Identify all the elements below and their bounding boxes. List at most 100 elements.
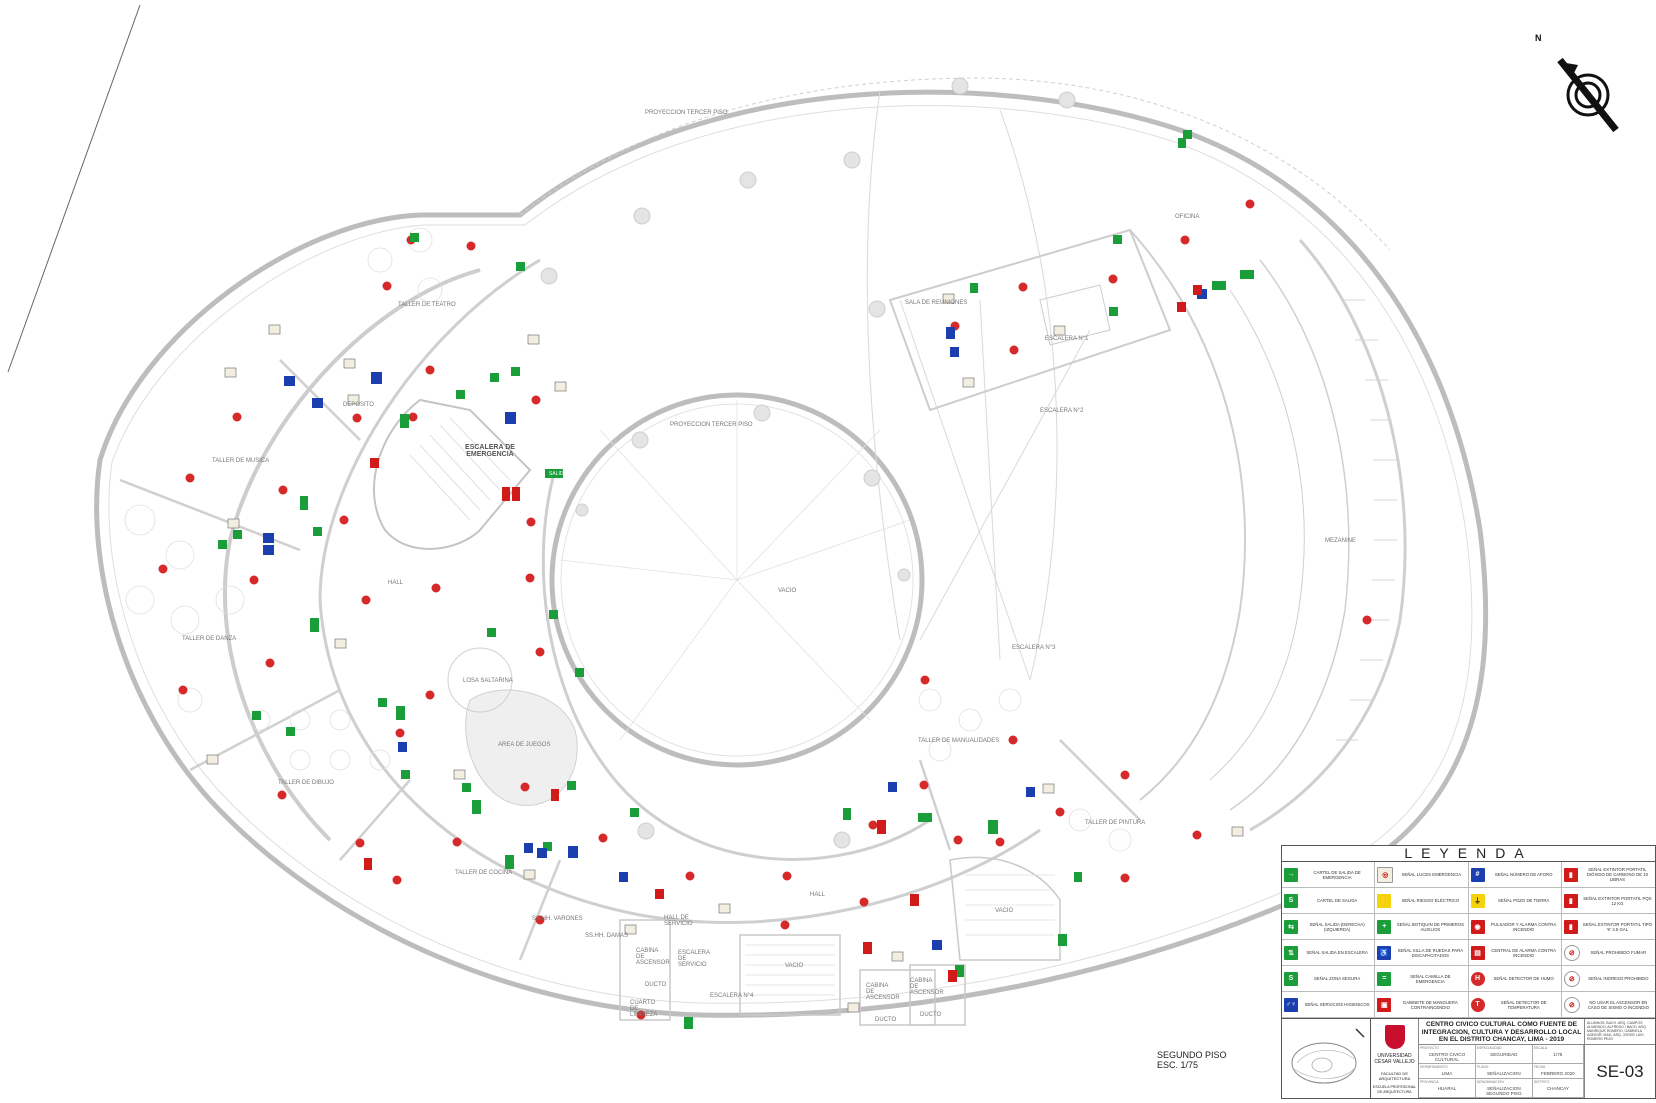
legend-item: ▣GABINETE DE MANGUERA CONTRAINCENDIO <box>1375 992 1469 1018</box>
building-outline <box>94 89 1489 1018</box>
title-block-field: ESCALA 1/75 <box>1532 1045 1584 1065</box>
legend-title: LEYENDA <box>1282 846 1655 862</box>
field-value: SEGURIDAD <box>1490 1052 1518 1057</box>
legend-swatch-icon: + <box>1377 919 1392 934</box>
field-value: 1/75 <box>1553 1052 1563 1057</box>
label-mezanine: MEZANINE <box>1325 538 1357 544</box>
legend-item-label: SEÑAL RIESGO ELÉCTRICO <box>1401 898 1460 903</box>
field-key: PROYECTO <box>1420 1046 1439 1050</box>
label-hall-2: HALL <box>810 892 826 898</box>
legend-swatch-icon: ◎ <box>1377 866 1394 883</box>
emergency-stair-treads <box>409 417 511 521</box>
legend-item-label: SEÑAL EXTINTOR PORTATIL PQS 12 KG <box>1583 895 1652 906</box>
scale-label: ESC. 1/75 <box>1157 1060 1199 1070</box>
building-outline-inner <box>108 105 1473 1004</box>
label-proyeccion-techo-2: PROYECCION TERCER PISO <box>670 422 753 428</box>
stair-treads <box>745 874 1055 996</box>
label-taller-danza: TALLER DE DANZA <box>182 636 237 642</box>
label-vacio-3: VACIO <box>785 963 804 969</box>
key-plan <box>1282 1019 1371 1098</box>
label-escalera-emergencia: ESCALERA DE EMERGENCIA <box>465 444 515 458</box>
label-taller-teatro: TALLER DE TEATRO <box>398 302 456 308</box>
legend-item: # SEÑAL NÚMERO DE AFORO <box>1468 862 1562 888</box>
legend-item: = SEÑAL CAMILLA DE EMERGENCIA <box>1375 966 1469 992</box>
legend-item: ⚡ SEÑAL RIESGO ELÉCTRICO <box>1375 888 1469 914</box>
emergency-lights <box>206 293 1244 1013</box>
label-escalera-3: ESCALERA N°3 <box>1012 645 1056 651</box>
university-name: UNIVERSIDAD CÉSAR VALLEJO <box>1374 1053 1415 1065</box>
university-logo-block: UNIVERSIDAD CÉSAR VALLEJO FACULTAD DE AR… <box>1371 1019 1419 1098</box>
legend-swatch-icon: ⇅ <box>1284 945 1298 960</box>
field-value: SEÑALIZACION <box>1486 1071 1521 1077</box>
legend-swatch-icon: # <box>1470 867 1485 882</box>
title-block: UNIVERSIDAD CÉSAR VALLEJO FACULTAD DE AR… <box>1281 1018 1656 1099</box>
legend-item-label: SEÑAL EXTINTOR PORTATIL DIÓXIDO DE CARBO… <box>1586 867 1649 882</box>
university-shield-icon <box>1384 1025 1405 1049</box>
legend-item: ▮SEÑAL EXTINTOR PORTATIL TIPO 'K' 2.5 GA… <box>1561 914 1655 940</box>
legend-swatch-icon: ⚡ <box>1377 893 1392 908</box>
label-cabina-ascensor-2: CABINA DE ASCENSOR <box>866 983 900 1001</box>
field-value: HUARAL <box>1437 1085 1457 1091</box>
field-key: DISTRITO <box>1533 1079 1550 1084</box>
corridor-ring-outer <box>318 258 1041 924</box>
legend-item: →CARTEL DE SALIDA DE EMERGENCIA <box>1282 862 1376 888</box>
label-oficina: OFICINA <box>1175 214 1200 220</box>
legend-swatch-icon: T <box>1470 997 1485 1012</box>
field-value: LIMA <box>1441 1071 1453 1077</box>
label-taller-musica: TALLER DE MUSICA <box>212 458 270 464</box>
legend-swatch-icon: = <box>1377 971 1392 986</box>
label-sshh-varones: SS.HH. VARONES <box>532 916 583 922</box>
legend-swatch-icon: ⊘ <box>1563 996 1580 1013</box>
legend-item: ♿SEÑAL SILLA DE RUEDAS PARA DISCAPACITAD… <box>1375 940 1469 966</box>
field-key: ESCALA <box>1533 1046 1548 1050</box>
legend-item-label: SEÑAL CAMILLA DE EMERGENCIA <box>1410 973 1451 984</box>
field-value: FEBRERO 2020 <box>1541 1071 1575 1077</box>
trampoline-area <box>447 647 513 713</box>
legend-swatch-icon: → <box>1284 867 1298 882</box>
legend-swatch-icon: ⇆ <box>1284 919 1298 934</box>
project-title: CENTRO CIVICO CULTURAL COMO FUENTE DE IN… <box>1419 1019 1584 1045</box>
legend-item-label: SEÑAL NÚMERO DE AFORO <box>1494 872 1553 877</box>
label-deposito: DEPOSITO <box>343 402 374 408</box>
label-escalera-1: ESCALERA N°1 <box>1045 336 1089 342</box>
field-key: DENOMINACION <box>1476 1079 1504 1084</box>
label-sshh-damas: SS.HH. DAMAS <box>585 933 629 939</box>
columns <box>540 77 1076 849</box>
legend-item: ♂♀SEÑAL SERVICIOS HIGIENICOS <box>1282 992 1376 1018</box>
field-value: SEÑALIZACION SEGUNDO PISO <box>1486 1085 1522 1096</box>
ramp-lines <box>866 89 1091 681</box>
label-salida: SALIDA <box>549 471 567 477</box>
label-area-juegos: AREA DE JUEGOS <box>498 742 551 748</box>
field-key: FECHA <box>1533 1065 1546 1070</box>
legend-swatch-icon: ▮ <box>1563 919 1578 934</box>
northeast-wing <box>888 228 1172 412</box>
south-stairs <box>619 856 1061 1026</box>
legend-item-label: SEÑAL SALIDA (Derecha) (Izquierda) <box>1309 921 1365 932</box>
legend-item: ▮SEÑAL EXTINTOR PORTATIL PQS 12 KG <box>1561 888 1655 914</box>
label-escalera-4: ESCALERA N°4 <box>710 993 754 999</box>
legend-swatch-icon: ⊘ <box>1563 944 1580 961</box>
legend-item-label: SEÑAL ZONA SEGURA <box>1314 976 1361 981</box>
field-key: ESPECIALIDAD <box>1476 1046 1502 1050</box>
legend-item: ⇆ SEÑAL SALIDA (Derecha) (Izquierda) <box>1282 914 1376 940</box>
legend-swatch-icon: ▤ <box>1470 945 1485 960</box>
north-label: N <box>1535 33 1542 43</box>
key-plan-thumbnail <box>1291 1028 1365 1084</box>
legend-item-label: SEÑAL DETECTOR DE TEMPERATURA <box>1500 999 1547 1010</box>
label-cuarto-limpieza: CUARTO DE LIMPIEZA <box>630 1000 658 1018</box>
legend-swatch-icon: ♂♀ <box>1284 997 1298 1012</box>
legend-item-label: GABINETE DE MANGUERA CONTRAINCENDIO <box>1402 999 1458 1010</box>
legend-swatch-icon: ⊘ <box>1563 970 1580 987</box>
field-key: PLANO <box>1476 1065 1489 1070</box>
legend-item: ⏚SEÑAL POZO DE TIERRA <box>1468 888 1562 914</box>
label-escalera-servicio: ESCALERA DE SERVICIO <box>678 950 710 968</box>
floor-scale-note: SEGUNDO PISO ESC. 1/75 <box>1157 1050 1227 1070</box>
legend-item-label: CARTEL DE SALIDA <box>1316 898 1358 903</box>
label-hall-servicio: HALL DE SERVICIO <box>664 915 693 927</box>
emergency-stair <box>372 398 532 550</box>
